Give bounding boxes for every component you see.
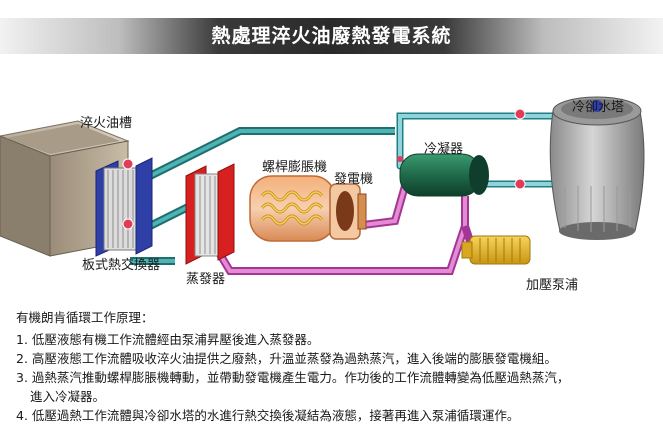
- system-diagram: [0, 96, 645, 275]
- description-intro: 有機朗肯循環工作原理：: [16, 310, 154, 325]
- description-step: 2. 高壓液態工作流體吸收淬火油提供之廢熱，升溫並蒸發為過熱蒸汽，進入後端的膨脹…: [16, 351, 557, 366]
- cooling-tower: [514, 96, 645, 240]
- description-step-continued: 進入冷凝器。: [30, 389, 106, 404]
- label-evaporator: 蒸發器: [186, 272, 226, 287]
- plate-heat-exchanger: [95, 157, 153, 257]
- label-generator: 發電機: [334, 172, 374, 187]
- screw-expander: [249, 175, 336, 242]
- label-quench-tank: 淬火油槽: [80, 116, 133, 131]
- description-step: 3. 過熱蒸汽推動螺桿膨脹機轉動，並帶動發電機產生電力。作功後的工作流體轉變為低…: [16, 370, 570, 385]
- pressure-pump: [461, 235, 531, 265]
- description: 有機朗肯循環工作原理： 1. 低壓液態有機工作流體經由泵浦昇壓後進入蒸發器。 2…: [16, 308, 656, 425]
- label-heat-exchanger: 板式熱交換器: [82, 258, 161, 273]
- page-title: 熱處理淬火油廢熱發電系統: [211, 25, 452, 47]
- condenser: [397, 153, 489, 197]
- evaporator: [185, 163, 235, 265]
- label-pump: 加壓泵浦: [526, 278, 579, 293]
- title-bar: [0, 18, 663, 54]
- generator: [329, 183, 367, 240]
- description-step: 1. 低壓液態有機工作流體經由泵浦昇壓後進入蒸發器。: [16, 332, 320, 347]
- description-step: 4. 低壓過熱工作流體與冷卻水塔的水進行熱交換後凝結為液態，接著再進入泵浦循環運…: [16, 408, 520, 423]
- label-condenser: 冷凝器: [424, 142, 464, 157]
- label-screw-expander: 螺桿膨脹機: [262, 160, 328, 175]
- label-cooling-tower: 冷卻水塔: [572, 100, 625, 115]
